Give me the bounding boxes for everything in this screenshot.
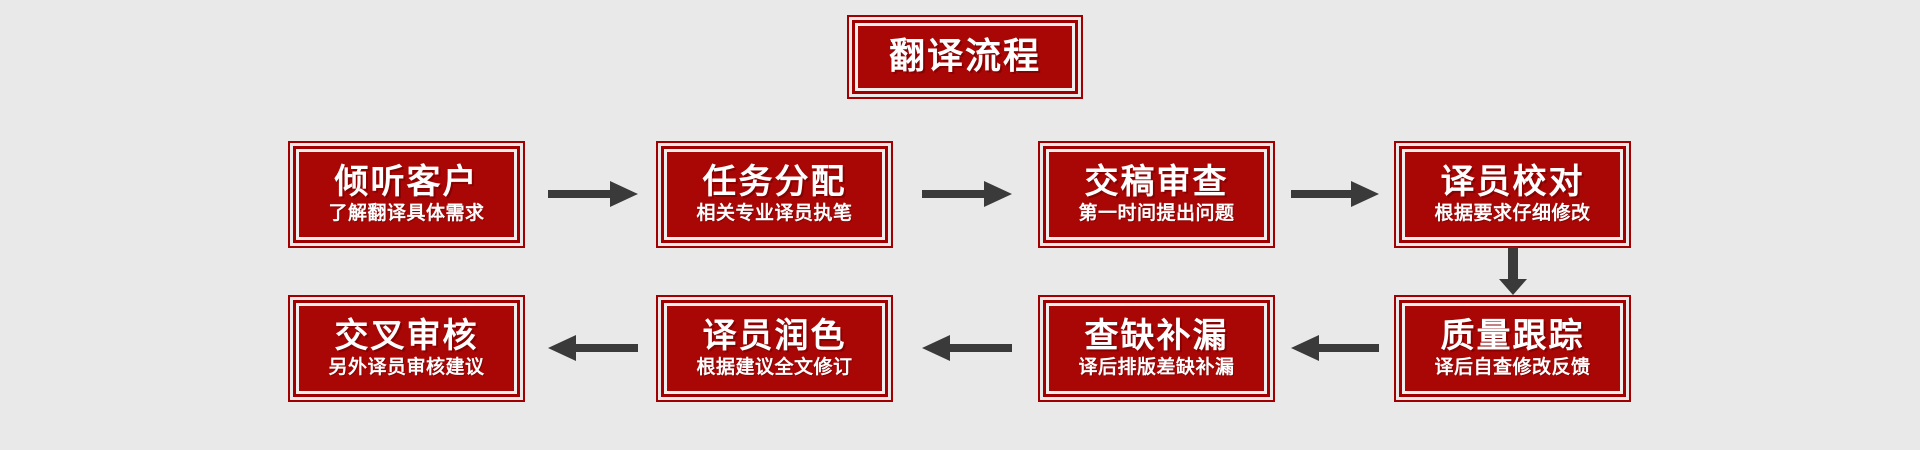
- step-title-4: 译员校对: [1440, 161, 1585, 202]
- step-box-1[interactable]: 倾听客户 了解翻译具体需求: [288, 141, 525, 248]
- step-box-8[interactable]: 交叉审核 另外译员审核建议: [288, 295, 525, 402]
- arrow-right-icon-3: [1291, 178, 1379, 210]
- step-title-6: 查缺补漏: [1084, 315, 1229, 356]
- step-sub-2: 相关专业译员执笔: [696, 202, 853, 225]
- step-sub-1: 了解翻译具体需求: [328, 202, 485, 225]
- step-title-2: 任务分配: [702, 161, 847, 202]
- arrow-right-icon-1: [548, 178, 638, 210]
- step-box-6[interactable]: 查缺补漏 译后排版差缺补漏: [1038, 295, 1275, 402]
- step-box-7[interactable]: 译员润色 根据建议全文修订: [656, 295, 893, 402]
- step-sub-7: 根据建议全文修订: [696, 356, 853, 379]
- step-sub-3: 第一时间提出问题: [1078, 202, 1235, 225]
- step-box-4[interactable]: 译员校对 根据要求仔细修改: [1394, 141, 1631, 248]
- step-box-2[interactable]: 任务分配 相关专业译员执笔: [656, 141, 893, 248]
- step-sub-5: 译后自查修改反馈: [1434, 356, 1591, 379]
- step-box-5[interactable]: 质量跟踪 译后自查修改反馈: [1394, 295, 1631, 402]
- step-title-7: 译员润色: [702, 315, 847, 356]
- arrow-left-icon-1: [1291, 332, 1379, 364]
- arrow-down-icon-1: [1497, 247, 1529, 295]
- step-title-1: 倾听客户: [334, 161, 479, 202]
- step-title-5: 质量跟踪: [1440, 315, 1585, 356]
- step-sub-8: 另外译员审核建议: [328, 356, 485, 379]
- arrow-right-icon-2: [922, 178, 1012, 210]
- step-sub-4: 根据要求仔细修改: [1434, 202, 1591, 225]
- step-sub-6: 译后排版差缺补漏: [1078, 356, 1235, 379]
- step-title-3: 交稿审查: [1084, 161, 1229, 202]
- diagram-title: 翻译流程: [888, 36, 1041, 78]
- arrow-left-icon-3: [548, 332, 638, 364]
- step-title-8: 交叉审核: [334, 315, 479, 356]
- arrow-left-icon-2: [922, 332, 1012, 364]
- step-box-3[interactable]: 交稿审查 第一时间提出问题: [1038, 141, 1275, 248]
- diagram-title-box: 翻译流程: [847, 15, 1083, 99]
